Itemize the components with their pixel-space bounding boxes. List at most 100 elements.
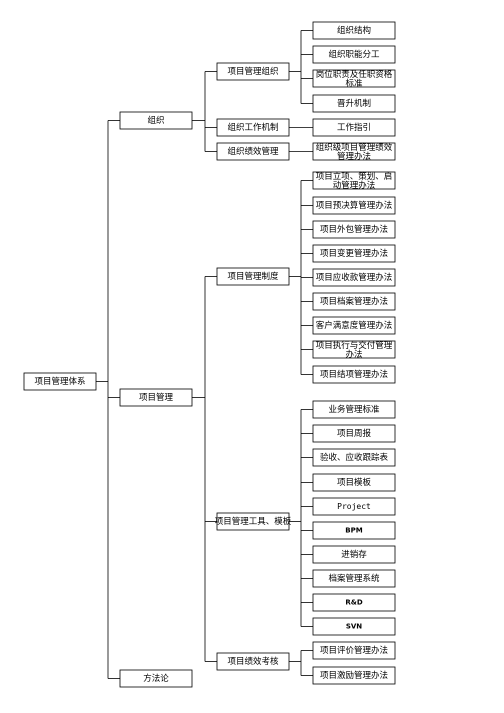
root-node-box — [23, 372, 97, 391]
level3-node-box — [312, 473, 396, 492]
level3-node-label: SVN — [346, 623, 362, 631]
level3-node-box — [312, 545, 396, 564]
level2-node-box — [216, 267, 290, 286]
level3-node-box — [312, 316, 396, 335]
level3-node-label: 业务管理标准 — [328, 404, 380, 415]
level1-node: 项目管理 — [119, 388, 193, 407]
level3-node-box — [312, 45, 396, 64]
level2-node-box — [216, 62, 290, 81]
level2-node-label: 组织绩效管理 — [227, 146, 279, 157]
level3-node: 验收、应收跟踪表 — [312, 448, 396, 467]
level1-node-box — [119, 111, 193, 130]
level3-node-box — [312, 593, 396, 612]
level3-node-label: 项目预决算管理办法 — [316, 200, 393, 211]
level2-node-box — [216, 512, 290, 531]
level3-node-box — [312, 521, 396, 540]
level3-node: 档案管理系统 — [312, 569, 396, 588]
level2-node-box — [216, 118, 290, 137]
level1-node: 方法论 — [119, 669, 193, 688]
level1-node-label: 方法论 — [143, 673, 169, 684]
level3-node: 项目应收款管理办法 — [312, 268, 396, 287]
level3-node: BPM — [312, 521, 396, 540]
level3-node: 项目档案管理办法 — [312, 292, 396, 311]
level1-node-label: 项目管理 — [139, 392, 174, 403]
level3-node-label: 项目外包管理办法 — [320, 224, 388, 235]
level3-node: 项目模板 — [312, 473, 396, 492]
level3-node-box — [312, 400, 396, 419]
level2-node-box — [216, 142, 290, 161]
level3-node: 项目激励管理办法 — [312, 666, 396, 685]
level3-node-label: 项目周报 — [337, 428, 372, 439]
level3-node-label: BPM — [345, 527, 362, 535]
level3-node: 进销存 — [312, 545, 396, 564]
level3-node-box — [312, 641, 396, 660]
level3-node: 工作指引 — [312, 118, 396, 137]
level3-node: Project — [312, 497, 396, 516]
level3-node-label: 项目立项、策划、启动管理办法 — [316, 171, 393, 191]
level3-node: 组织职能分工 — [312, 45, 396, 64]
level3-node: 业务管理标准 — [312, 400, 396, 419]
level1-node-box — [119, 669, 193, 688]
level3-node-box — [312, 171, 396, 190]
level3-node-box — [312, 69, 396, 88]
level3-node-box — [312, 569, 396, 588]
level3-node: 项目评价管理办法 — [312, 641, 396, 660]
level3-node-box — [312, 118, 396, 137]
level2-node-label: 项目绩效考核 — [227, 656, 279, 667]
level3-node-label: 项目应收款管理办法 — [316, 272, 393, 283]
level3-node-box — [312, 292, 396, 311]
level3-node-box — [312, 94, 396, 113]
level3-node-label: 组织级项目管理绩效管理办法 — [316, 142, 393, 162]
level3-node-box — [312, 244, 396, 263]
level3-node: 项目周报 — [312, 424, 396, 443]
level3-node-label: 组织结构 — [337, 25, 371, 36]
level3-node-label: 档案管理系统 — [328, 573, 380, 584]
level3-node-box — [312, 220, 396, 239]
root-node: 项目管理体系 — [23, 372, 97, 391]
level3-node-label: 项目执行与交付管理办法 — [316, 340, 393, 360]
level3-node-label: 项目变更管理办法 — [320, 248, 388, 259]
level2-node-box — [216, 652, 290, 671]
level3-node-box — [312, 617, 396, 636]
root-node-label: 项目管理体系 — [34, 376, 85, 387]
level3-node-label: 项目模板 — [337, 477, 372, 488]
level3-node: 客户满意度管理办法 — [312, 316, 396, 335]
level3-node: 岗位职责及任职资格标准 — [312, 69, 396, 89]
level3-node: 项目变更管理办法 — [312, 244, 396, 263]
level3-node: 项目结项管理办法 — [312, 365, 396, 384]
level3-node: 项目预决算管理办法 — [312, 196, 396, 215]
level2-node: 项目管理制度 — [216, 267, 290, 286]
level3-node: 项目执行与交付管理办法 — [312, 340, 396, 360]
level3-node: 项目外包管理办法 — [312, 220, 396, 239]
level3-node-box — [312, 196, 396, 215]
level3-node-label: 项目评价管理办法 — [320, 645, 388, 656]
level3-node-box — [312, 21, 396, 40]
level3-node-label: 晋升机制 — [337, 98, 371, 109]
level3-node-label: 项目激励管理办法 — [320, 670, 388, 681]
level3-node: 组织结构 — [312, 21, 396, 40]
level3-node-box — [312, 268, 396, 287]
level3-node-box — [312, 365, 396, 384]
level3-node: R&D — [312, 593, 396, 612]
level3-node-label: 岗位职责及任职资格标准 — [316, 69, 393, 89]
level3-node-box — [312, 142, 396, 161]
level3-node-label: R&D — [345, 599, 362, 607]
level2-node-label: 项目管理制度 — [227, 271, 279, 282]
level3-node-label: 客户满意度管理办法 — [316, 320, 393, 331]
level3-node: 晋升机制 — [312, 94, 396, 113]
level3-node-box — [312, 424, 396, 443]
level3-node-box — [312, 448, 396, 467]
level3-node-label: 验收、应收跟踪表 — [320, 452, 389, 463]
level3-node-label: 进销存 — [341, 549, 367, 560]
level1-node-label: 组织 — [147, 115, 164, 126]
level2-node-label: 项目管理工具、模板 — [215, 516, 292, 527]
level3-node-label: Project — [337, 502, 371, 511]
level3-node-box — [312, 666, 396, 685]
level2-node: 组织绩效管理 — [216, 142, 290, 161]
level2-node: 项目管理组织 — [216, 62, 290, 81]
level3-node-box — [312, 497, 396, 516]
level3-node-label: 项目档案管理办法 — [320, 296, 388, 307]
level2-node: 项目管理工具、模板 — [215, 512, 292, 531]
level2-node: 项目绩效考核 — [216, 652, 290, 671]
